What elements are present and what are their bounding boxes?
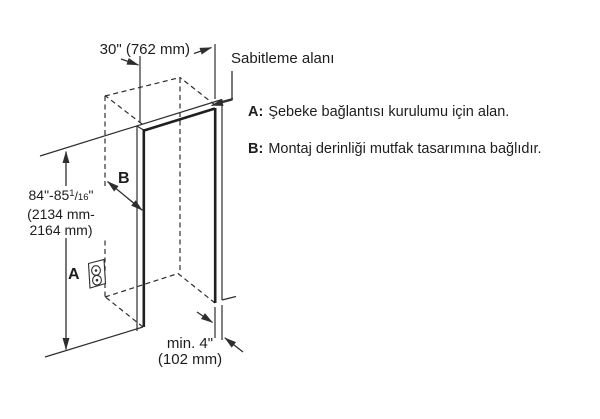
width-dimension-label: 30" (762 mm) xyxy=(99,41,190,58)
height-dimension-label: 84"-851/16" (2134 mm- 2164 mm) xyxy=(12,186,110,238)
height-dimension-inches: 84"-851/16" xyxy=(28,187,94,203)
depth-dimension-inches: min. 4" xyxy=(166,335,214,352)
height-dimension-mm-line2: 2164 mm) xyxy=(29,222,93,238)
note-a-text: Şebeke bağlantısı kurulumu için alan. xyxy=(268,104,510,120)
note-b-text: Montaj derinliği mutfak tasarımına bağlı… xyxy=(268,141,542,157)
marker-a-label: A xyxy=(68,266,80,283)
niche-back-dashed-edges xyxy=(104,76,216,328)
niche-frame-inner-edges xyxy=(142,107,217,327)
marker-b-label: B xyxy=(118,170,130,187)
fixing-area-label: Sabitleme alanı xyxy=(231,50,335,67)
note-a-key: A: xyxy=(248,104,264,120)
depth-dimension-label: min. 4" (102 mm) xyxy=(140,336,240,368)
depth-dimension-mm: (102 mm) xyxy=(157,351,223,368)
note-b: B:Montaj derinliği mutfak tasarımına bağ… xyxy=(248,141,542,157)
note-b-key: B: xyxy=(248,141,264,157)
niche-frame-outer-and-extension-lines xyxy=(39,44,237,358)
note-a: A:Şebeke bağlantısı kurulumu için alan. xyxy=(248,104,509,120)
height-dimension-mm-line1: (2134 mm- xyxy=(27,206,95,222)
power-outlet-icon xyxy=(87,258,107,289)
